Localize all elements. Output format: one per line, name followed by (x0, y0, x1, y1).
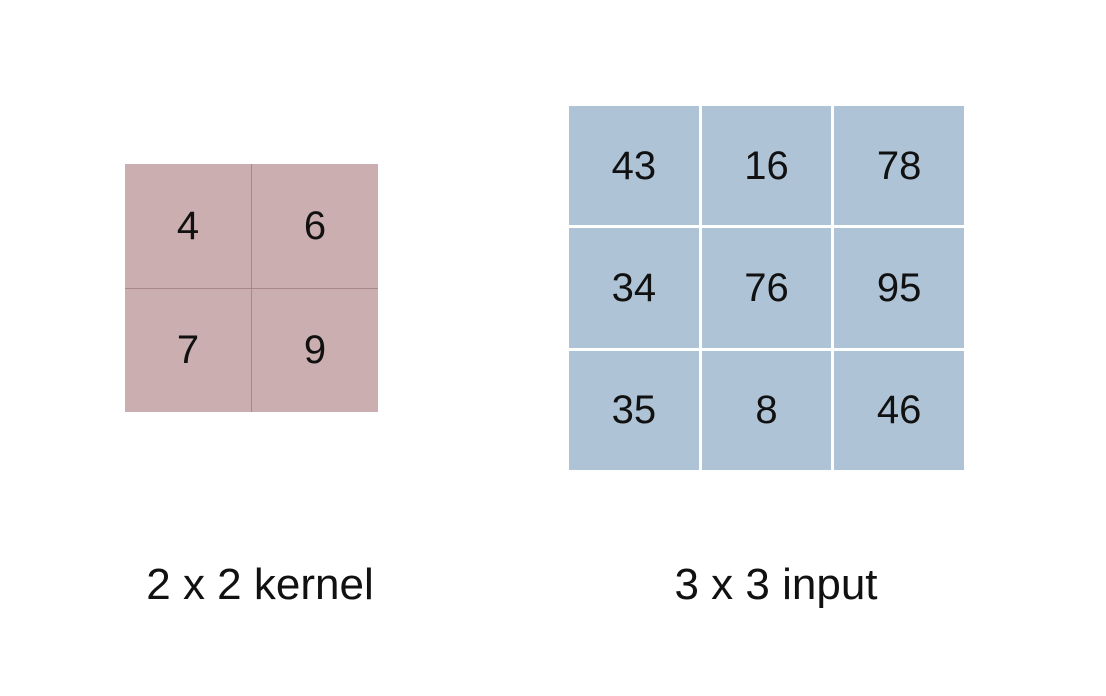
input-cell: 34 (569, 228, 699, 348)
kernel-caption: 2 x 2 kernel (146, 560, 374, 609)
input-cell: 46 (834, 350, 964, 470)
input-cell: 35 (569, 350, 699, 470)
kernel-cell: 7 (125, 288, 251, 412)
kernel-cell: 9 (252, 288, 378, 412)
input-grid: 43 16 78 34 76 95 35 8 46 (569, 106, 964, 470)
input-cell: 76 (701, 228, 832, 348)
kernel-grid: 4 6 7 9 (125, 164, 378, 412)
input-caption: 3 x 3 input (674, 560, 878, 609)
input-cell: 8 (701, 350, 832, 470)
input-cell: 43 (569, 106, 699, 226)
input-cell: 95 (834, 228, 964, 348)
kernel-cell: 6 (252, 164, 378, 288)
input-cell: 78 (834, 106, 964, 226)
input-cell: 16 (701, 106, 832, 226)
kernel-cell: 4 (125, 164, 251, 288)
